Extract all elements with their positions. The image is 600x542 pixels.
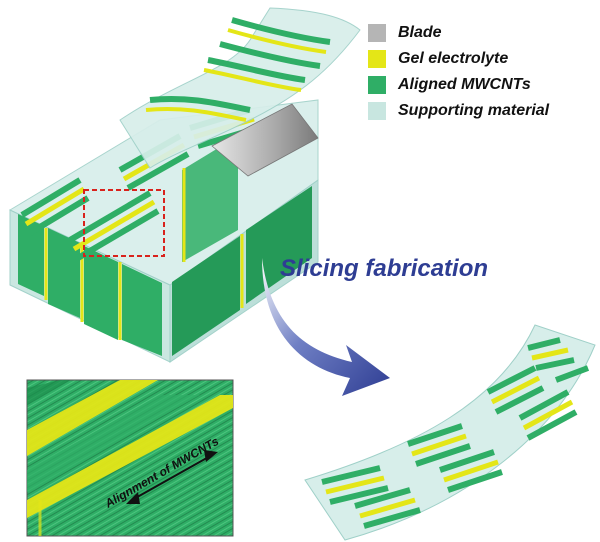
film-electrodes bbox=[321, 337, 590, 529]
legend-label: Aligned MWCNTs bbox=[398, 76, 531, 93]
supporting-material-swatch bbox=[368, 102, 386, 120]
legend-label: Gel electrolyte bbox=[398, 50, 509, 67]
blade bbox=[211, 103, 319, 177]
gel-electrolyte-swatch bbox=[368, 50, 386, 68]
legend-item-aligned-mwcnts: Aligned MWCNTs bbox=[368, 74, 531, 96]
flexible-film bbox=[304, 324, 596, 541]
legend-label: Blade bbox=[398, 24, 442, 41]
blade-swatch bbox=[368, 24, 386, 42]
highlight-box bbox=[83, 189, 165, 257]
legend-item-blade: Blade bbox=[368, 22, 442, 44]
alignment-arrow-head-left bbox=[126, 492, 140, 504]
block-assembly bbox=[8, 7, 361, 363]
device-columns bbox=[18, 136, 312, 356]
legend-item-supporting-material: Supporting material bbox=[368, 100, 549, 122]
legend-item-gel-electrolyte: Gel electrolyte bbox=[368, 48, 508, 70]
alignment-arrow-line bbox=[131, 454, 213, 501]
peeled-slice bbox=[119, 7, 361, 169]
inset-zoom: Alignment of MWCNTs bbox=[26, 379, 234, 537]
legend-label: Supporting material bbox=[398, 102, 550, 119]
process-label: Slicing fabrication bbox=[280, 255, 489, 282]
alignment-arrow-head-right bbox=[204, 450, 218, 462]
aligned-mwcnts-swatch bbox=[368, 76, 386, 94]
process-arrow bbox=[262, 258, 390, 396]
